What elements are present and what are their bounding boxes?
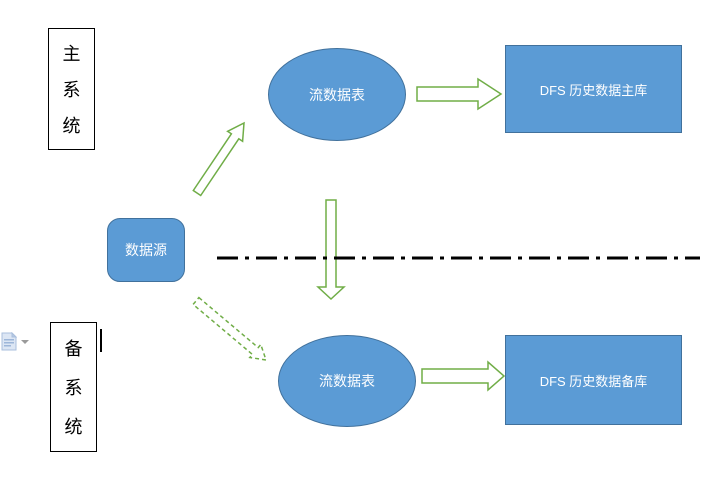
backup-system-char: 系 bbox=[64, 377, 83, 399]
data-source-label: 数据源 bbox=[125, 242, 167, 258]
arrow-datasource-to-stream-backup[interactable] bbox=[192, 296, 268, 361]
data-source-node[interactable]: 数据源 bbox=[107, 218, 185, 282]
stream-table-main-label: 流数据表 bbox=[309, 86, 365, 103]
dfs-main-db-label: DFS 历史数据主库 bbox=[539, 82, 648, 98]
text-cursor bbox=[100, 329, 102, 352]
main-system-char: 主 bbox=[62, 44, 81, 65]
arrow-stream-main-to-dfs-main[interactable] bbox=[416, 77, 503, 111]
paste-options-button[interactable] bbox=[1, 332, 31, 352]
main-system-char: 统 bbox=[62, 116, 81, 137]
dfs-backup-db-label: DFS 历史数据备库 bbox=[539, 373, 648, 389]
arrow-datasource-to-stream-main[interactable] bbox=[192, 121, 245, 197]
dropdown-arrow-icon bbox=[21, 340, 29, 344]
stream-table-main-node[interactable]: 流数据表 bbox=[268, 48, 406, 141]
dfs-main-db-node[interactable]: DFS 历史数据主库 bbox=[505, 45, 682, 133]
backup-system-char: 统 bbox=[64, 416, 83, 438]
dfs-backup-db-node[interactable]: DFS 历史数据备库 bbox=[505, 335, 682, 425]
arrow-stream-backup-to-dfs-backup[interactable] bbox=[421, 360, 506, 392]
backup-system-box[interactable]: 备 系 统 bbox=[50, 322, 97, 452]
stream-table-backup-label: 流数据表 bbox=[319, 373, 375, 389]
main-system-box[interactable]: 主 系 统 bbox=[48, 28, 95, 150]
main-system-char: 系 bbox=[62, 80, 81, 101]
stream-table-backup-node[interactable]: 流数据表 bbox=[278, 335, 416, 427]
arrow-main-to-backup-sync[interactable] bbox=[316, 199, 346, 301]
backup-system-char: 备 bbox=[64, 339, 83, 361]
paste-options-clipboard-icon bbox=[1, 332, 17, 351]
